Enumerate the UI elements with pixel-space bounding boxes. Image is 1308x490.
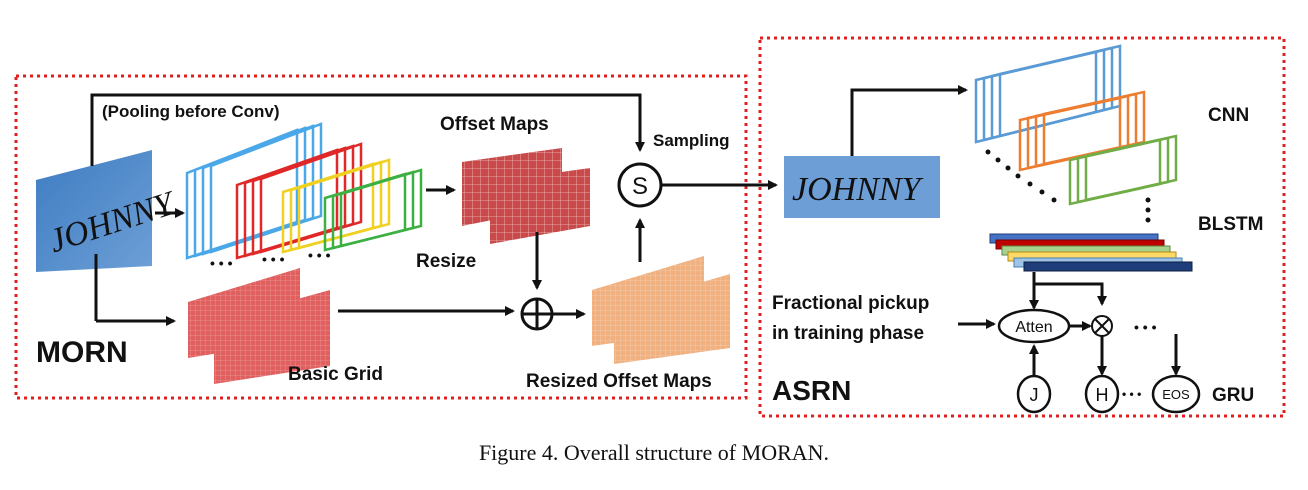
arrow-blstm-to-multiply xyxy=(1034,282,1107,306)
eos-node: EOS xyxy=(1151,374,1201,414)
morn-input-image: JOHNNY xyxy=(36,150,181,272)
figure-caption: Figure 4. Overall structure of MORAN. xyxy=(479,440,829,465)
conv-feature-stack-blue xyxy=(185,122,323,260)
h-node: H xyxy=(1084,374,1120,414)
eos-label: EOS xyxy=(1162,387,1190,402)
sampler-symbol: S xyxy=(632,173,648,200)
sampler-node: S xyxy=(617,162,663,208)
conv-ellipsis-3: • • • xyxy=(308,247,331,263)
fractional-label-2: in training phase xyxy=(772,323,924,344)
atten-label: Atten xyxy=(1015,319,1052,336)
blstm-label: BLSTM xyxy=(1198,214,1263,235)
conv-ellipsis-2: • • • xyxy=(262,251,285,267)
morn-border xyxy=(14,74,748,400)
conv-feature-stack-yellow xyxy=(281,158,391,254)
offset-maps-label: Offset Maps xyxy=(440,114,549,135)
j-label: J xyxy=(1030,385,1039,405)
morn-title: MORN xyxy=(36,336,128,369)
cnn-stack-blue xyxy=(974,44,1122,144)
arrow-image-to-cnn xyxy=(850,85,968,156)
multiply-node xyxy=(1091,315,1113,337)
add-operator xyxy=(520,297,554,331)
conv-feature-stack-red xyxy=(235,142,363,260)
blstm-bars xyxy=(989,233,1193,272)
offset-maps xyxy=(462,148,590,244)
resize-label: Resize xyxy=(416,251,476,272)
conv-ellipsis-1: • • • xyxy=(210,255,233,271)
j-node: J xyxy=(1016,374,1052,414)
arrow-pooling-to-sampler xyxy=(90,93,645,166)
basic-grid xyxy=(188,268,330,384)
pooling-label: (Pooling before Conv) xyxy=(102,102,280,121)
cnn-dots xyxy=(985,149,1151,223)
asrn-ellipsis-top: • • • xyxy=(1134,319,1157,335)
resized-offset-maps xyxy=(592,256,730,364)
asrn-border xyxy=(758,36,1286,418)
asrn-ellipsis-bottom: • • • xyxy=(1122,387,1141,401)
conv-feature-stack-green xyxy=(323,168,423,252)
gru-label: GRU xyxy=(1212,385,1254,406)
cnn-stack-green xyxy=(1068,134,1178,206)
resized-offset-maps-label: Resized Offset Maps xyxy=(526,371,712,392)
rectified-word: JOHNNY xyxy=(792,171,924,208)
rectified-image: JOHNNY xyxy=(784,156,940,218)
h-label: H xyxy=(1096,385,1109,405)
fractional-label-1: Fractional pickup xyxy=(772,293,929,314)
cnn-label: CNN xyxy=(1208,105,1249,126)
basic-grid-label: Basic Grid xyxy=(288,364,383,385)
asrn-title: ASRN xyxy=(772,375,851,406)
atten-node: Atten xyxy=(997,308,1071,344)
sampling-label: Sampling xyxy=(653,131,730,150)
